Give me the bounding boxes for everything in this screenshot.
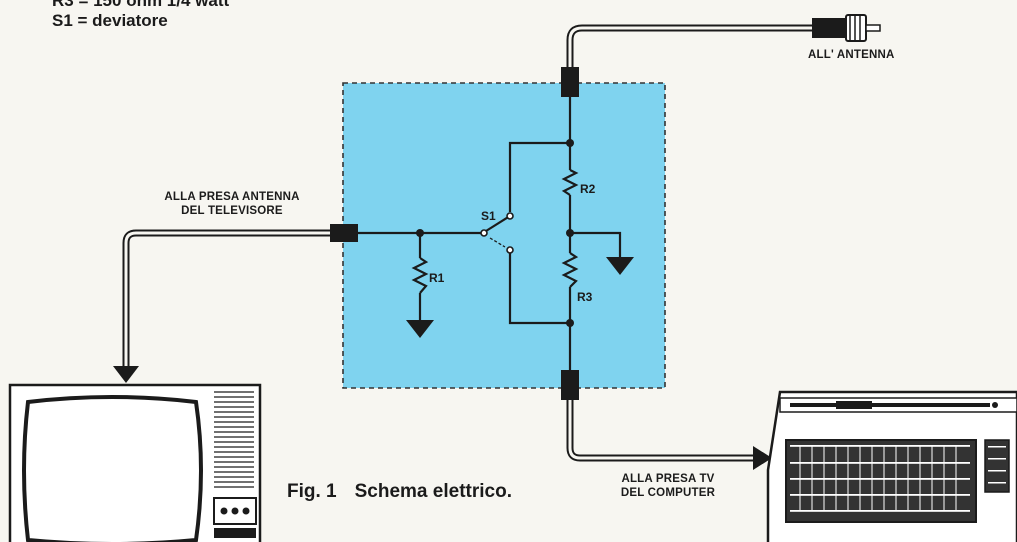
legend-s1: S1 = deviatore <box>52 11 168 30</box>
tv-cable <box>122 229 334 372</box>
tv-socket-label-line1: ALLA PRESA ANTENNA <box>164 191 300 203</box>
top-connector <box>561 67 579 97</box>
r1-label: R1 <box>429 271 445 285</box>
tv-socket-label-line2: DEL TELEVISORE <box>181 205 283 217</box>
r3-label: R3 <box>577 290 593 304</box>
computer-arrow <box>753 446 772 470</box>
component-legend: R3 = 150 ohm 1/4 watt S1 = deviatore <box>52 0 229 31</box>
antenna-label: ALL' ANTENNA <box>808 49 895 61</box>
antenna-cable <box>566 24 816 76</box>
s1-label: S1 <box>481 209 496 223</box>
computer-socket-label-line2: DEL COMPUTER <box>620 487 716 499</box>
legend-r3: R3 = 150 ohm 1/4 watt <box>52 0 230 10</box>
television-illustration <box>8 383 262 542</box>
ground-symbol-r1 <box>406 320 434 338</box>
figure-caption: Fig. 1 Schema elettrico. <box>287 481 512 503</box>
computer-socket-label-line1: ALLA PRESA TV <box>621 473 715 485</box>
tv-arrow <box>113 366 139 383</box>
resistor-r2 <box>561 169 579 196</box>
r2-label: R2 <box>580 182 596 196</box>
switch-s1 <box>480 212 514 254</box>
junction-dots <box>416 139 574 327</box>
resistor-r3 <box>561 252 579 288</box>
tv-socket-label: ALLA PRESA ANTENNA DEL TELEVISORE <box>143 190 321 218</box>
bottom-connector <box>561 370 579 400</box>
computer-socket-label: ALLA PRESA TV DEL COMPUTER <box>598 472 738 500</box>
computer-cable <box>566 396 759 462</box>
resistor-r1 <box>411 257 429 294</box>
left-connector <box>330 224 358 242</box>
antenna-plug <box>812 14 881 42</box>
figure-title: Schema elettrico. <box>354 481 512 502</box>
ground-symbol-r2r3 <box>606 257 634 275</box>
figure-number: Fig. 1 <box>287 481 337 502</box>
circuit-panel <box>342 82 666 389</box>
computer-illustration <box>766 390 1017 542</box>
